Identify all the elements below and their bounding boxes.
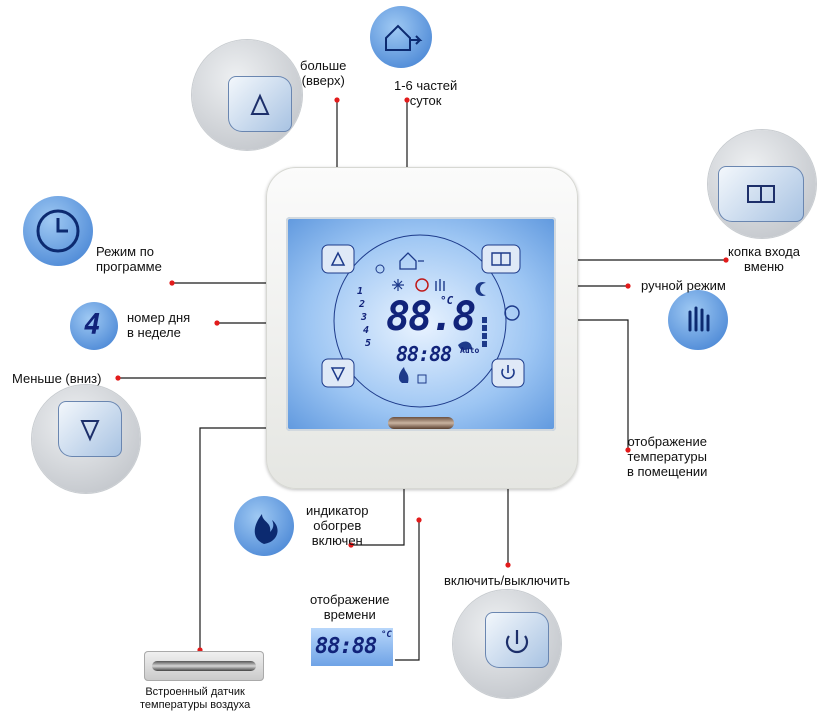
temperature-readout: 88.8 xyxy=(386,294,476,340)
book-icon xyxy=(747,185,775,203)
label-day-number: номер дня в неделе xyxy=(127,310,191,340)
house-arrow-callout xyxy=(370,6,432,68)
menu-callout xyxy=(708,130,816,238)
power-icon xyxy=(505,630,529,654)
clock-icon xyxy=(415,278,429,292)
air-sensor-slot xyxy=(388,417,454,429)
label-up: больше (вверх) xyxy=(300,58,347,88)
line-time xyxy=(395,520,420,661)
label-parts-of-day: 1-6 частей суток xyxy=(394,78,458,108)
power-button[interactable] xyxy=(491,358,525,388)
book-icon xyxy=(491,252,511,266)
menu-button[interactable] xyxy=(481,244,521,274)
day-list-item: 5 xyxy=(365,338,372,349)
hand-icon xyxy=(688,306,710,332)
sun-icon xyxy=(375,264,385,274)
label-program-mode: Режим по программе xyxy=(96,244,162,274)
day-digit-callout: 4 xyxy=(70,302,118,350)
down-callout-button xyxy=(58,401,122,457)
clock-readout: 88:88 xyxy=(396,342,452,366)
up-callout xyxy=(192,40,302,150)
auto-label: Auto xyxy=(460,346,480,355)
down-button[interactable] xyxy=(321,358,355,388)
dial-ring xyxy=(333,234,507,408)
fan-icon xyxy=(458,341,472,350)
up-callout-button xyxy=(228,76,292,132)
power-icon xyxy=(501,365,515,380)
day-list-item: 2 xyxy=(359,299,366,310)
up-arrow-icon xyxy=(330,251,346,266)
day-list-item: 3 xyxy=(361,312,368,323)
moon-icon xyxy=(475,282,486,296)
label-power: включить/выключить xyxy=(444,573,571,588)
label-down: Меньше (вниз) xyxy=(12,371,102,386)
lcd-icons xyxy=(321,234,525,408)
up-arrow-icon xyxy=(250,93,270,115)
temperature-unit: °C xyxy=(440,294,454,307)
label-heating-indicator: индикатор обогрев включен xyxy=(306,503,369,548)
down-arrow-icon xyxy=(80,420,100,442)
signal-bars xyxy=(482,317,487,347)
clock-icon xyxy=(36,209,80,253)
clock-callout xyxy=(23,196,93,266)
label-menu-button: копка входа вмeню xyxy=(728,244,800,274)
digit-4-icon: 4 xyxy=(84,308,101,341)
down-arrow-icon xyxy=(330,367,346,382)
label-time-display: отображение времени xyxy=(310,592,390,622)
menu-callout-button xyxy=(718,166,804,222)
power-callout-button xyxy=(485,612,549,668)
lock-icon xyxy=(417,374,427,384)
day-list-item: 1 xyxy=(357,286,364,297)
day-list-item: 4 xyxy=(363,325,370,336)
flame-icon xyxy=(398,367,409,383)
hand-icon xyxy=(435,279,445,291)
up-button[interactable] xyxy=(321,244,355,274)
power-callout xyxy=(453,590,561,698)
clock-mode-icon xyxy=(504,305,520,321)
time-sample-unit: °C xyxy=(381,630,392,640)
time-sample-digits: 88:88 xyxy=(315,634,377,659)
label-room-temperature: отображение температуры в помещении xyxy=(627,434,708,479)
time-display-sample: 88:88 °C xyxy=(311,628,393,666)
snowflake-icon xyxy=(392,279,404,291)
sensor-closeup xyxy=(144,651,264,681)
down-callout xyxy=(32,385,140,493)
heating-callout xyxy=(234,496,294,556)
house-arrow-icon xyxy=(385,24,423,51)
label-manual-mode: ручной режим xyxy=(641,278,726,293)
flame-icon xyxy=(254,514,278,544)
house-arrow-icon xyxy=(399,252,424,270)
manual-callout xyxy=(668,290,728,350)
label-sensor: Встроенный датчик температуры воздуха xyxy=(140,686,251,711)
